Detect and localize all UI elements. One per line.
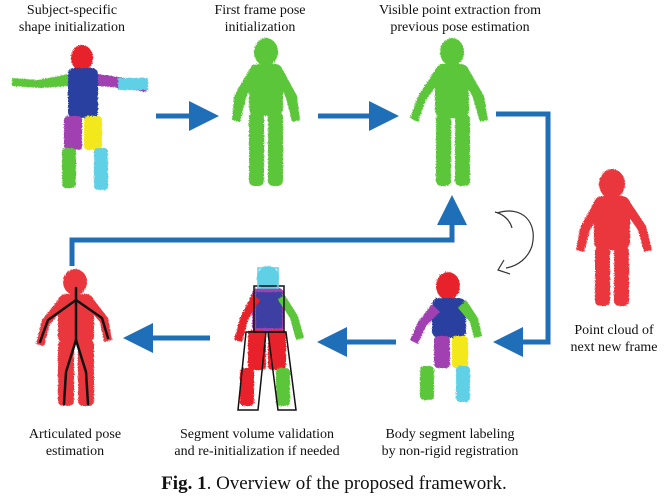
figure-subject-shape [12, 45, 148, 190]
label-line: Subject-specific [26, 3, 118, 18]
label-line: by non-rigid registration [381, 444, 519, 459]
label-articulated-pose: Articulated pose estimation [10, 426, 140, 460]
label-line: Segment volume validation [180, 427, 334, 442]
rotate-arrow-icon [494, 210, 534, 275]
label-volume-validation: Segment volume validation and re-initial… [152, 426, 362, 460]
arrow-7-to-3 [69, 195, 467, 266]
figure-first-frame [232, 38, 300, 186]
label-line: Body segment labeling [385, 427, 515, 442]
label-line: and re-initialization if needed [174, 444, 340, 459]
label-subject-shape: Subject-specific shape initialization [2, 2, 142, 36]
label-point-cloud: Point cloud of next new frame [560, 322, 668, 356]
label-line: estimation [45, 444, 105, 459]
flow-arrows [69, 101, 551, 357]
label-line: Visible point extraction from [378, 3, 542, 18]
label-line: shape initialization [18, 20, 126, 35]
label-visible-points: Visible point extraction from previous p… [360, 2, 560, 36]
arrow-3-to-5 [493, 111, 551, 357]
figure-caption: Fig. 1. Overview of the proposed framewo… [0, 473, 668, 495]
label-line: initialization [224, 20, 296, 35]
figure-articulated-pose [36, 269, 112, 406]
figure-visible-points [410, 38, 488, 186]
figure-number: Fig. 1 [161, 473, 207, 494]
label-first-frame: First frame pose initialization [190, 2, 330, 36]
figure-caption-text: . Overview of the proposed framework. [206, 473, 507, 494]
label-line: Articulated pose [28, 427, 122, 442]
label-line: previous pose estimation [390, 20, 530, 35]
figure-point-cloud [576, 169, 652, 306]
figure-volume-validation [234, 266, 304, 411]
label-segment-labeling: Body segment labeling by non-rigid regis… [360, 426, 540, 460]
label-line: First frame pose [214, 3, 306, 18]
figure-segment-labeling [410, 272, 482, 402]
label-line: Point cloud of [574, 323, 654, 338]
label-line: next new frame [570, 340, 658, 355]
